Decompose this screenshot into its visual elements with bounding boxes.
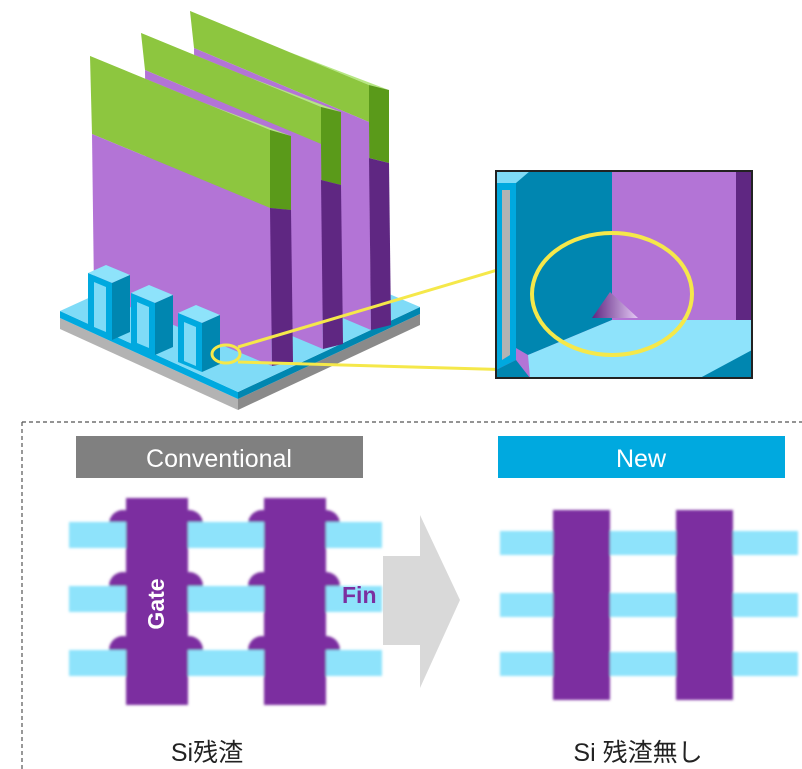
zoom-inset: [495, 170, 753, 379]
3d-finfet-structure: [60, 11, 420, 410]
fin-label: Fin: [342, 582, 377, 608]
caption-no-si-residue: Si 残渣無し: [573, 739, 702, 767]
zoom-highlight-circle: [530, 231, 694, 357]
new-header: [498, 436, 785, 478]
gate-bar: [264, 498, 326, 705]
zoom-marker-circle: [210, 343, 242, 365]
si-residue: [592, 292, 638, 318]
gate-bar: [553, 510, 610, 700]
conventional-header: [76, 436, 363, 478]
new-panel: New: [498, 436, 798, 700]
conventional-label: Conventional: [146, 445, 292, 473]
fin-lines: [69, 522, 382, 676]
fins: [88, 265, 220, 372]
new-layout: [500, 510, 798, 700]
gate-bar: [676, 510, 733, 700]
caption-si-residue: Si残渣: [171, 739, 243, 767]
section-divider: [21, 421, 802, 769]
transition-arrow: [383, 515, 460, 688]
fin-lines: [500, 531, 798, 676]
conventional-panel: Conventional Gate: [69, 436, 382, 705]
gate-label: Gate: [143, 578, 169, 629]
new-label: New: [616, 445, 667, 473]
conventional-layout: [69, 498, 382, 705]
gate-bar: [126, 498, 188, 705]
